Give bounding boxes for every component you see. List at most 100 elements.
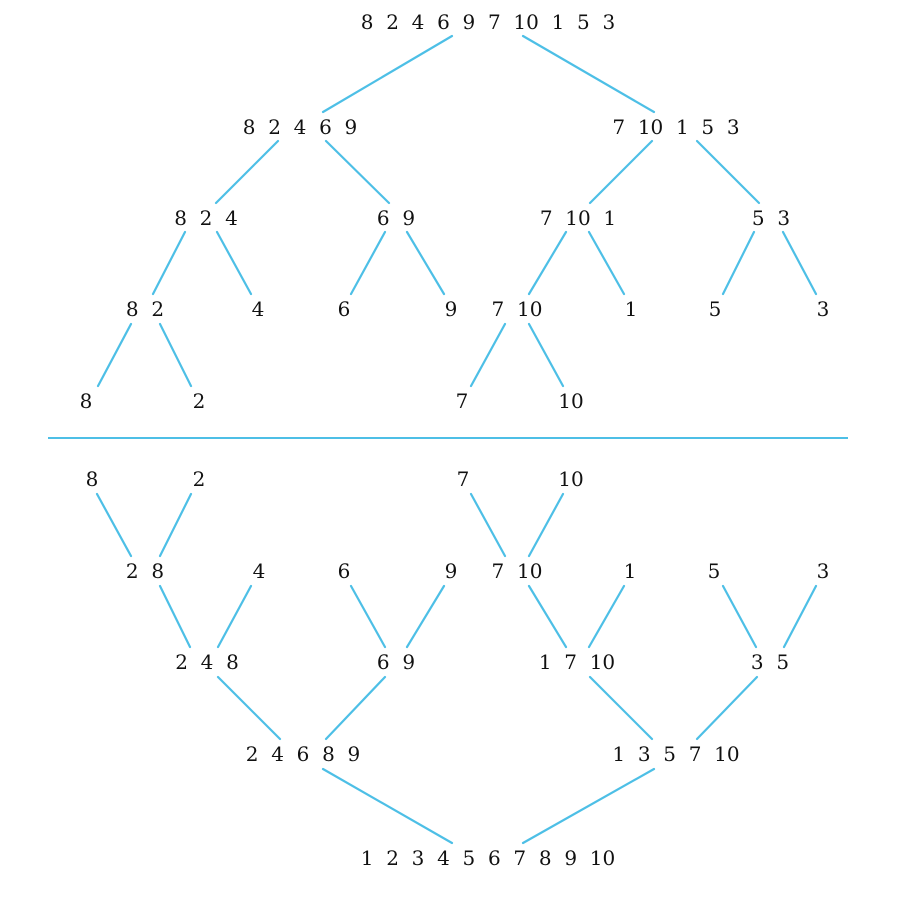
merge-node-label: 2 4 8: [175, 650, 239, 674]
split-node-label: 6: [338, 297, 351, 321]
split-edge: [96, 322, 133, 388]
split-edge: [349, 230, 387, 296]
merge-edge: [527, 584, 568, 649]
split-node-label: 10: [558, 389, 583, 413]
merge-edge: [782, 584, 818, 649]
split-node-label: 5 3: [752, 206, 790, 230]
merge-node: 6 9: [377, 650, 415, 674]
split-node: 8: [80, 389, 93, 413]
merge-edge: [588, 675, 654, 741]
split-node: 4: [252, 297, 265, 321]
merge-node: 6: [338, 559, 351, 583]
merge-edge: [527, 492, 565, 558]
merge-node: 2 8: [126, 559, 164, 583]
merge-node-label: 3 5: [751, 650, 789, 674]
edges-layer: [95, 34, 818, 845]
merge-edge: [695, 675, 759, 741]
merge-node-label: 4: [253, 559, 266, 583]
split-edge: [158, 322, 193, 388]
merge-node-label: 1 3 5 7 10: [612, 742, 739, 766]
split-node-label: 6 9: [377, 206, 415, 230]
merge-node-label: 2: [193, 467, 206, 491]
merge-node-label: 2 4 6 8 9: [246, 742, 360, 766]
merge-node: 2 4 8: [175, 650, 239, 674]
merge-node: 1 3 5 7 10: [612, 742, 739, 766]
merge-node-label: 1 7 10: [539, 650, 615, 674]
split-edge: [527, 322, 565, 388]
merge-node: 1 7 10: [539, 650, 615, 674]
split-node-label: 7 10: [492, 297, 543, 321]
merge-edge: [469, 492, 507, 558]
split-edge: [151, 230, 187, 296]
merge-edge: [158, 584, 192, 649]
merge-edge: [721, 584, 758, 649]
merge-node-label: 6: [338, 559, 351, 583]
split-node: 7 10 1 5 3: [612, 115, 739, 139]
split-node: 1: [625, 297, 638, 321]
split-node: 5 3: [752, 206, 790, 230]
split-node-label: 8 2 4 6 9: [243, 115, 357, 139]
split-edge: [695, 139, 761, 205]
split-node-label: 9: [445, 297, 458, 321]
split-node: 7: [456, 389, 469, 413]
merge-node-label: 10: [558, 467, 583, 491]
split-node: 8 2 4: [174, 206, 238, 230]
merge-node-label: 8: [86, 467, 99, 491]
split-edge: [521, 34, 656, 114]
split-edge: [405, 230, 446, 296]
split-node-label: 7: [456, 389, 469, 413]
split-node: 8 2 4 6 9 7 10 1 5 3: [361, 10, 615, 34]
merge-node-label: 7 10: [492, 559, 543, 583]
split-edge: [527, 230, 568, 296]
split-node-label: 5: [709, 297, 722, 321]
merge-edge: [158, 492, 193, 558]
split-node: 6 9: [377, 206, 415, 230]
split-node: 9: [445, 297, 458, 321]
split-node-label: 7 10 1 5 3: [612, 115, 739, 139]
merge-node-label: 1: [624, 559, 637, 583]
merge-node: 8: [86, 467, 99, 491]
merge-node: 1 2 3 4 5 6 7 8 9 10: [361, 846, 615, 870]
split-node: 2: [193, 389, 206, 413]
merge-node-label: 6 9: [377, 650, 415, 674]
split-node-label: 8 2: [126, 297, 164, 321]
split-node-label: 8: [80, 389, 93, 413]
merge-node: 3: [817, 559, 830, 583]
merge-edge: [321, 767, 454, 845]
split-node: 7 10: [492, 297, 543, 321]
merge-node-label: 9: [445, 559, 458, 583]
split-node-label: 8 2 4: [174, 206, 238, 230]
split-node: 8 2: [126, 297, 164, 321]
split-node: 3: [817, 297, 830, 321]
merge-node: 7 10: [492, 559, 543, 583]
merge-edge: [216, 584, 253, 649]
merge-edge: [324, 675, 387, 741]
merge-node-label: 5: [708, 559, 721, 583]
merge-node-label: 2 8: [126, 559, 164, 583]
split-node: 10: [558, 389, 583, 413]
merge-node-label: 7: [457, 467, 470, 491]
split-node: 6: [338, 297, 351, 321]
split-edge: [321, 34, 454, 114]
split-edge: [781, 230, 818, 296]
split-node-label: 4: [252, 297, 265, 321]
split-node-label: 2: [193, 389, 206, 413]
merge-edge: [95, 492, 133, 558]
merge-node: 9: [445, 559, 458, 583]
merge-node: 5: [708, 559, 721, 583]
merge-node: 7: [457, 467, 470, 491]
split-edge: [588, 139, 654, 205]
split-edge: [469, 322, 507, 388]
merge-node: 2 4 6 8 9: [246, 742, 360, 766]
merge-node: 3 5: [751, 650, 789, 674]
split-node-label: 8 2 4 6 9 7 10 1 5 3: [361, 10, 615, 34]
split-node: 8 2 4 6 9: [243, 115, 357, 139]
split-node: 5: [709, 297, 722, 321]
split-node-label: 7 10 1: [540, 206, 616, 230]
split-edge: [214, 139, 280, 205]
split-edge: [721, 230, 756, 296]
split-node: 7 10 1: [540, 206, 616, 230]
merge-edge: [349, 584, 387, 649]
